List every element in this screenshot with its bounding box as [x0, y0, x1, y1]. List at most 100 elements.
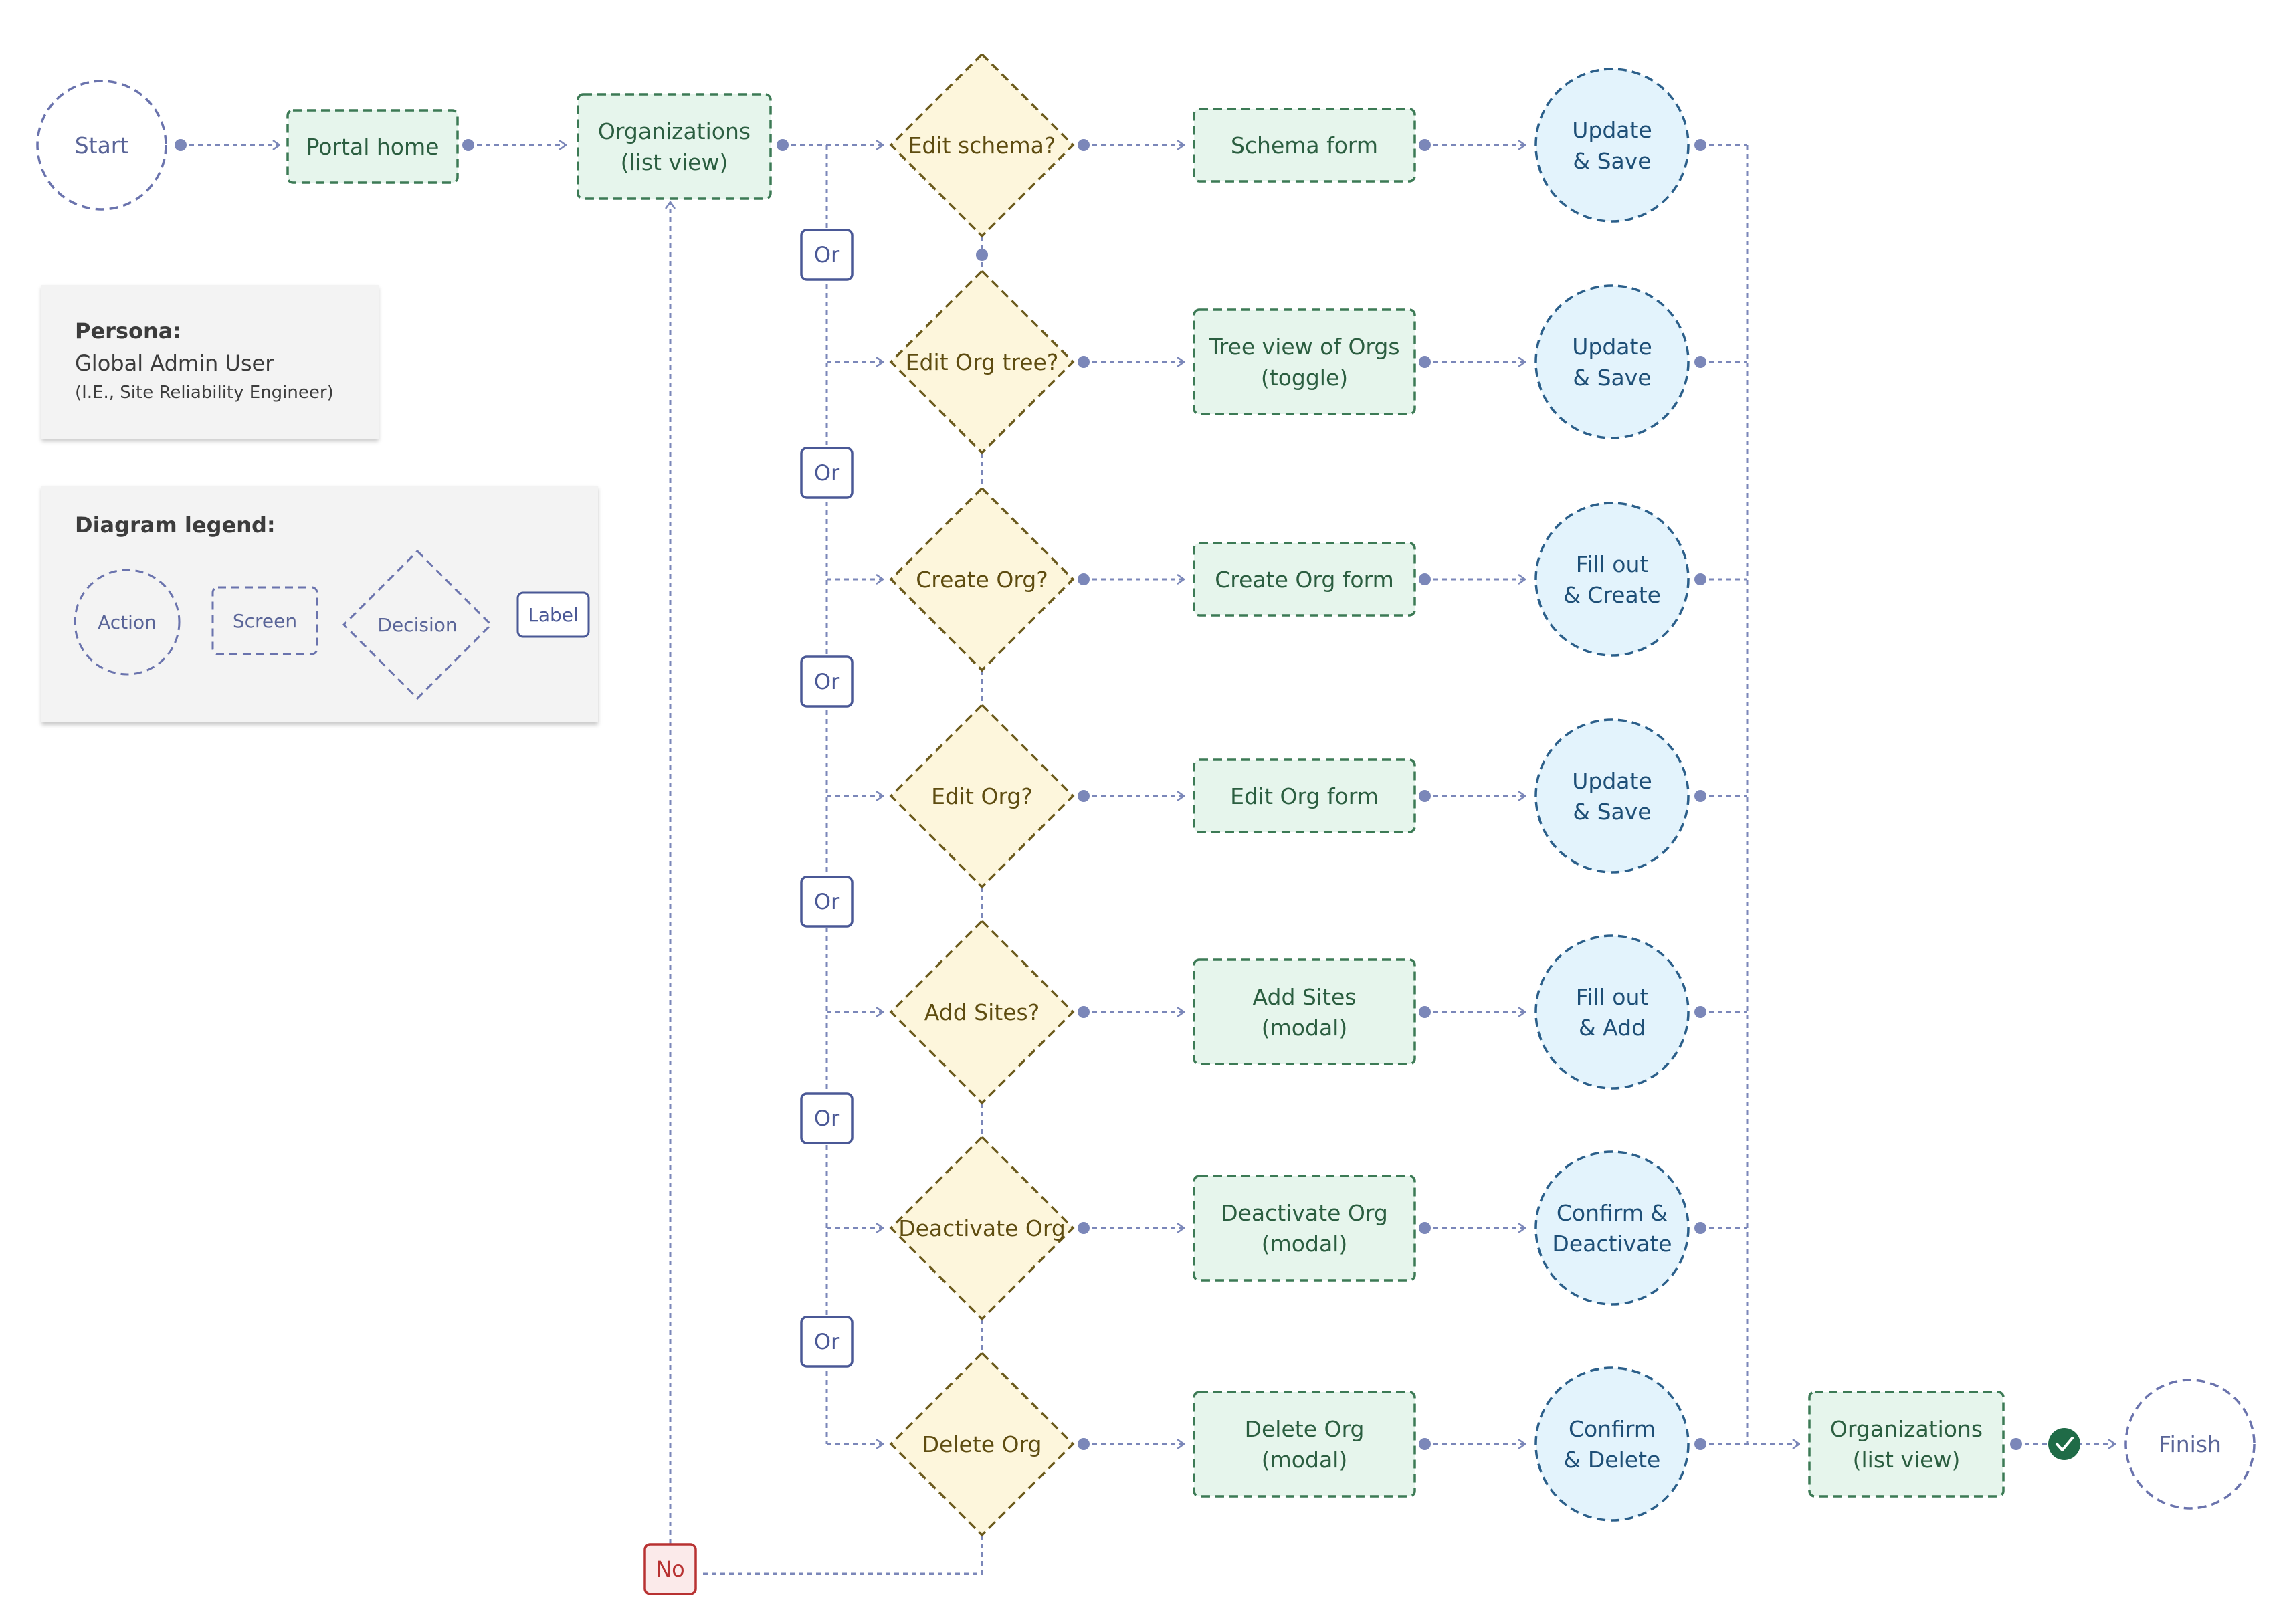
screen-box-label: Delete Org: [1245, 1416, 1365, 1442]
or-label: [800, 1316, 854, 1368]
connector-dot: [1419, 790, 1431, 802]
connector-dot: [1078, 1006, 1090, 1018]
connector-dot: [1419, 1222, 1431, 1234]
connector-dot: [1078, 573, 1090, 585]
connector-dot: [777, 139, 789, 151]
no-label-text: No: [656, 1556, 685, 1582]
screen-box: [1193, 108, 1416, 183]
decision-diamond: [889, 1351, 1075, 1537]
persona-role: Global Admin User: [75, 350, 274, 376]
connector-dot: [462, 139, 474, 151]
or-label: [800, 1092, 854, 1144]
screen-box-label: (toggle): [1261, 365, 1348, 391]
legend-action-text: Action: [98, 611, 157, 633]
check-icon-mark: [2056, 1437, 2074, 1451]
legend-label-shape: [516, 591, 590, 638]
or-label-text: Or: [814, 1329, 840, 1354]
screen-box-label: (modal): [1262, 1015, 1347, 1041]
connector-no-return: [702, 1535, 983, 1575]
screen-box-label: (modal): [1262, 1231, 1347, 1257]
decision-diamond: [889, 919, 1075, 1105]
action-step-circle-label: & Add: [1579, 1015, 1646, 1041]
finish-node: [2124, 1379, 2256, 1510]
node-layer: Start Portal home Organizations (list view)…: [36, 52, 2256, 1595]
start-node: [36, 80, 167, 211]
legend-shapes: Action Screen Decision Label: [74, 549, 590, 700]
action-step-circle-label: Update: [1572, 768, 1652, 794]
legend-title: Diagram legend:: [75, 512, 276, 538]
screen-box: [1193, 542, 1416, 617]
organizations-list-screen-label: Organizations: [598, 118, 751, 144]
legend-action-shape: [74, 569, 181, 676]
decision-diamond: [889, 52, 1075, 238]
legend-screen-text: Screen: [233, 610, 297, 632]
action-step-circle: [1534, 68, 1690, 223]
action-step-circle-label: & Save: [1573, 365, 1651, 391]
action-step-circle-label: Update: [1572, 334, 1652, 360]
decision-diamond: [889, 1135, 1075, 1321]
connector-dot: [1694, 1006, 1706, 1018]
screen-box-label: Deactivate Org: [1221, 1200, 1388, 1226]
decision-diamond-label: Delete Org: [922, 1431, 1042, 1457]
or-label: [800, 229, 854, 281]
action-step-circle: [1534, 1150, 1690, 1306]
decision-diamond-label: Edit schema?: [908, 132, 1056, 159]
legend-screen-shape: [211, 586, 318, 655]
action-step-circle-label: Confirm: [1569, 1416, 1656, 1442]
finish-node-label: Finish: [2159, 1431, 2221, 1457]
screen-box: [1193, 1391, 1416, 1498]
screen-box: [1193, 758, 1416, 833]
persona-title: Persona:: [75, 318, 182, 344]
decision-diamond-label: Edit Org tree?: [906, 349, 1059, 375]
portal-home-screen: [286, 109, 459, 184]
connector-dot: [1694, 356, 1706, 368]
screen-box-label: Schema form: [1231, 132, 1378, 159]
organizations-list-end-screen-label: (list view): [1853, 1447, 1961, 1473]
action-step-circle-label: & Save: [1573, 799, 1651, 825]
connector-dot: [1694, 1222, 1706, 1234]
connector-dot: [976, 249, 988, 261]
portal-home-screen-label: Portal home: [306, 134, 439, 160]
action-step-circle: [1534, 502, 1690, 657]
connector-dot: [1419, 1006, 1431, 1018]
connector-dot: [1694, 1438, 1706, 1450]
action-step-circle: [1534, 718, 1690, 874]
connector-dot: [1078, 139, 1090, 151]
action-step-circle: [1534, 284, 1690, 439]
connector-dot: [1078, 790, 1090, 802]
screen-box: [1193, 958, 1416, 1065]
connector-dot: [1419, 1438, 1431, 1450]
connector-dot: [1419, 573, 1431, 585]
connector-dot: [1419, 356, 1431, 368]
persona-card: Persona: Global Admin User (I.E., Site R…: [41, 285, 379, 439]
screen-box-label: Add Sites: [1253, 984, 1357, 1010]
screen-box: [1193, 1175, 1416, 1282]
connector-layer: [181, 145, 2115, 1575]
decision-diamond-label: Edit Org?: [931, 783, 1033, 809]
legend-decision-text: Decision: [377, 614, 457, 636]
or-label: [800, 447, 854, 499]
start-node-label: Start: [75, 132, 129, 159]
action-step-circle: [1534, 934, 1690, 1090]
organizations-list-end-screen: [1808, 1391, 2005, 1498]
or-label: [800, 876, 854, 928]
organizations-list-screen: [577, 93, 772, 200]
no-label: [643, 1543, 697, 1595]
screen-box-label: Edit Org form: [1230, 783, 1379, 809]
screen-box-label: Create Org form: [1215, 567, 1393, 593]
legend-decision-shape: [342, 549, 493, 700]
decision-diamond-label: Create Org?: [916, 567, 1048, 593]
connector-dot: [2010, 1438, 2022, 1450]
action-step-circle-label: Fill out: [1576, 984, 1649, 1010]
or-label-text: Or: [814, 460, 840, 486]
action-step-circle-label: Update: [1572, 117, 1652, 143]
connector-dot: [1078, 356, 1090, 368]
action-step-circle-label: & Create: [1563, 582, 1661, 608]
screen-box: [1193, 308, 1416, 415]
decision-diamond-label: Deactivate Org: [898, 1215, 1066, 1241]
screen-box-label: Tree view of Orgs: [1208, 334, 1399, 360]
or-label-text: Or: [814, 889, 840, 914]
action-step-circle-label: Confirm &: [1557, 1200, 1668, 1226]
